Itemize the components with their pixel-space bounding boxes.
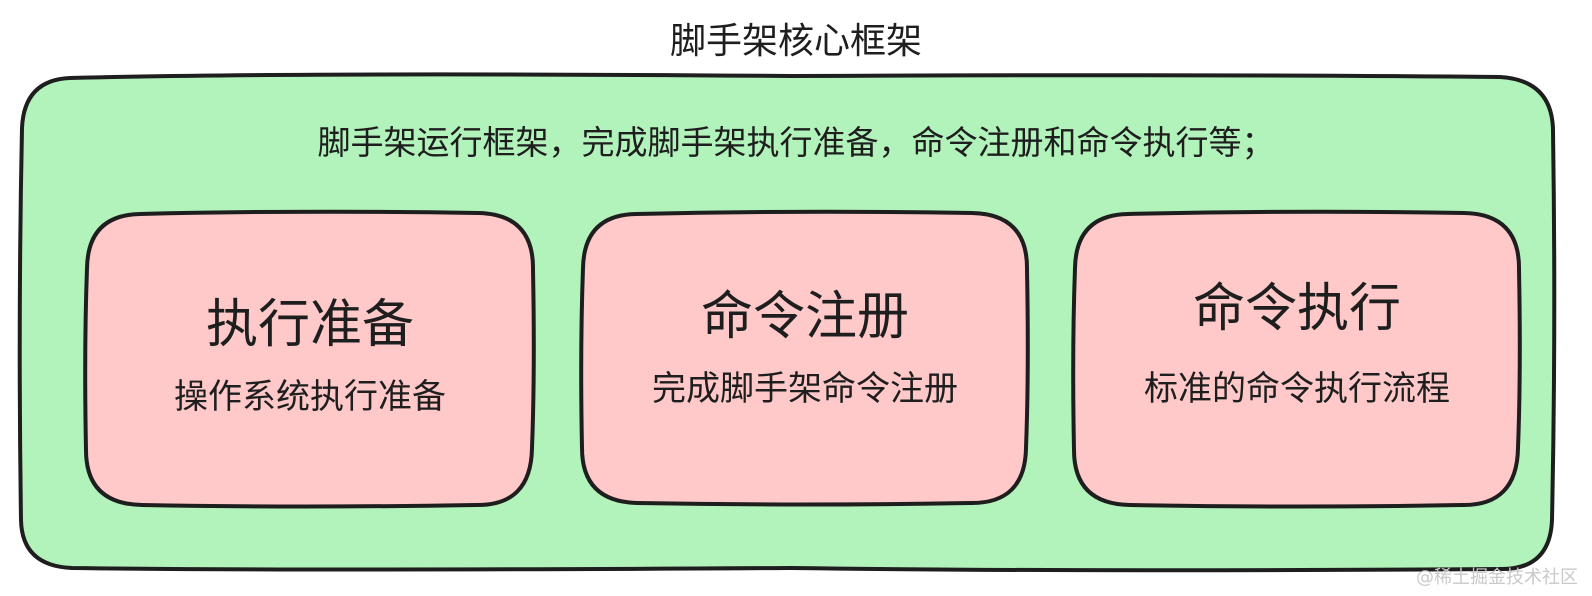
card-title: 命令注册 — [700, 287, 909, 347]
watermark: @稀土掘金技术社区 — [1416, 567, 1578, 588]
card-execution-prep: 执行准备 操作系统执行准备 — [88, 290, 532, 422]
card-subtitle: 标准的命令执行流程 — [1144, 369, 1450, 409]
card-subtitle: 完成脚手架命令注册 — [652, 369, 958, 409]
card-title: 命令执行 — [1192, 279, 1401, 339]
card-command-register: 命令注册 完成脚手架命令注册 — [584, 282, 1026, 414]
card-1-box — [83, 209, 536, 509]
framework-description: 脚手架运行框架，完成脚手架执行准备，命令注册和命令执行等； — [317, 123, 1275, 162]
card-subtitle: 操作系统执行准备 — [174, 377, 446, 417]
diagram-title: 脚手架核心框架 — [669, 21, 922, 62]
card-command-execute: 命令执行 标准的命令执行流程 — [1076, 274, 1518, 414]
card-2-box — [579, 209, 1030, 507]
card-3-box — [1071, 209, 1522, 509]
card-title: 执行准备 — [205, 295, 414, 355]
